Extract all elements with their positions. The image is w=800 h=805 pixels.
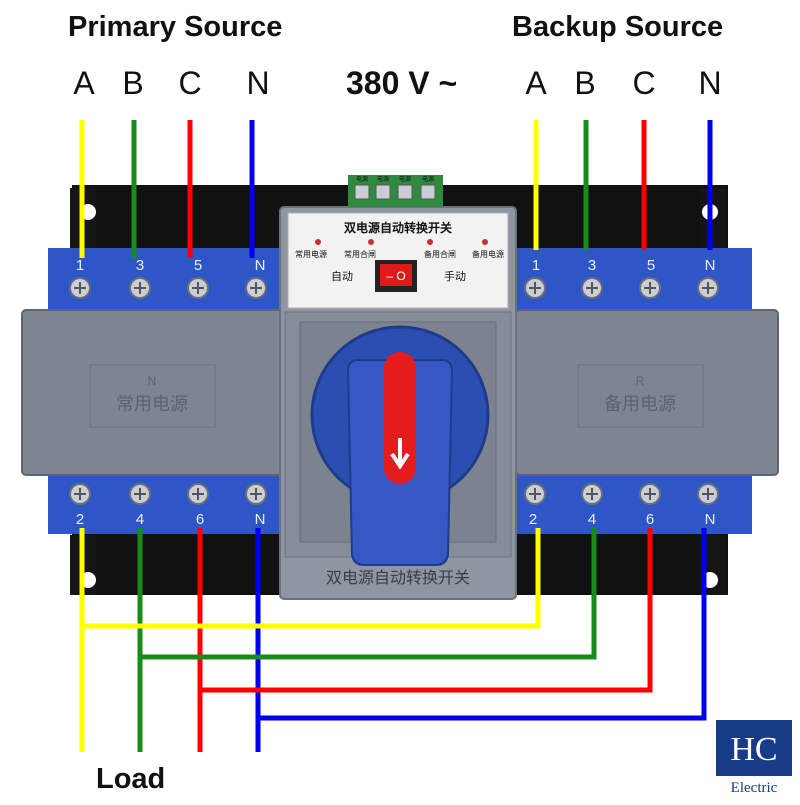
bridge-wire-A bbox=[82, 528, 541, 629]
terminal-label-bottom: N bbox=[705, 511, 716, 528]
bridge-wire-C bbox=[200, 528, 653, 693]
mode-switch-rocker[interactable] bbox=[380, 264, 412, 286]
indicator-label: 备用电源 bbox=[472, 249, 504, 259]
screw-slot bbox=[74, 488, 86, 500]
terminal-label-bottom: 2 bbox=[76, 511, 84, 528]
backup-phase-label: C bbox=[632, 65, 655, 101]
screw-slot bbox=[644, 488, 656, 500]
wires bbox=[79, 120, 713, 752]
backup-phase-label: A bbox=[525, 65, 547, 101]
indicator-label: 常用合闸 bbox=[344, 249, 376, 259]
terminal-label-bottom: 6 bbox=[196, 511, 204, 528]
cover-primary bbox=[21, 309, 285, 476]
bridge-wire-B bbox=[140, 528, 597, 660]
terminal-label-top: 1 bbox=[76, 257, 84, 274]
terminal-label-top: 5 bbox=[647, 257, 655, 274]
screw-slot bbox=[192, 488, 204, 500]
primary-phase-label: N bbox=[246, 65, 269, 101]
terminal-block-top-right bbox=[516, 248, 752, 312]
cover-backup-letter: R bbox=[636, 374, 645, 388]
primary-phase-label: A bbox=[73, 65, 95, 101]
screw-slot bbox=[644, 282, 656, 294]
backup-phase-label: N bbox=[698, 65, 721, 101]
indicator-led bbox=[427, 239, 433, 245]
screw-slot bbox=[134, 488, 146, 500]
mode-switch-text: – O bbox=[386, 269, 405, 283]
screw-slot bbox=[586, 282, 598, 294]
screw-slot bbox=[134, 282, 146, 294]
manual-label: 手动 bbox=[444, 269, 466, 283]
terminal-label-top: N bbox=[255, 257, 266, 274]
indicator-led bbox=[368, 239, 374, 245]
terminal-label-bottom: 4 bbox=[136, 511, 144, 528]
primary-phase-label: C bbox=[178, 65, 201, 101]
screw-slot bbox=[250, 282, 262, 294]
terminal-label-top: 3 bbox=[136, 257, 144, 274]
module-bottom-label: 双电源自动转换开关 bbox=[326, 568, 470, 587]
logo-badge bbox=[716, 720, 792, 776]
cover-primary-letter: N bbox=[148, 374, 157, 388]
logo-mark: HC bbox=[730, 731, 777, 768]
auto-label: 自动 bbox=[331, 270, 353, 283]
cover-primary-text: 常用电源 bbox=[116, 394, 188, 415]
cover-backup-text: 备用电源 bbox=[604, 394, 676, 415]
indicator-label: 常用电源 bbox=[295, 249, 327, 259]
backup-source-title: Backup Source bbox=[512, 11, 723, 43]
backup-phase-label: B bbox=[574, 65, 595, 101]
terminal-label-top: 3 bbox=[588, 257, 596, 274]
screw-slot bbox=[702, 282, 714, 294]
connector-label: 电源 bbox=[399, 175, 411, 183]
connector-pin bbox=[420, 184, 436, 200]
terminal-label-bottom: 2 bbox=[529, 511, 537, 528]
screw-slot bbox=[529, 282, 541, 294]
screw-slot bbox=[529, 488, 541, 500]
connector-label: 电源 bbox=[356, 175, 368, 183]
connector-label: 电源 bbox=[377, 175, 389, 183]
connector-pin bbox=[375, 184, 391, 200]
load-label: Load bbox=[96, 763, 165, 795]
connector-label: 电源 bbox=[422, 175, 434, 183]
logo-name: Electric bbox=[731, 780, 778, 796]
voltage-label: 380 V ~ bbox=[346, 65, 457, 101]
terminal-label-top: N bbox=[705, 257, 716, 274]
connector-pin bbox=[354, 184, 370, 200]
terminal-label-top: 1 bbox=[532, 257, 540, 274]
terminal-label-top: 5 bbox=[194, 257, 202, 274]
bridge-wire-N bbox=[258, 528, 707, 721]
terminal-label-bottom: 6 bbox=[646, 511, 654, 528]
cover-primary-label-frame bbox=[89, 364, 216, 428]
arrow-down-icon bbox=[390, 438, 410, 470]
indicator-led bbox=[482, 239, 488, 245]
indicator-label: 备用合闸 bbox=[424, 249, 456, 259]
terminal-screws bbox=[69, 277, 719, 505]
connector-pins: 电源 电源 电源 电源 bbox=[354, 175, 436, 200]
screw-slot bbox=[586, 488, 598, 500]
screw-slot bbox=[74, 282, 86, 294]
terminal-block-bottom-right bbox=[516, 470, 752, 534]
screw-slot bbox=[702, 488, 714, 500]
primary-source-title: Primary Source bbox=[68, 11, 282, 43]
indicator-led bbox=[315, 239, 321, 245]
cover-backup-label-frame bbox=[577, 364, 704, 428]
connector-pin bbox=[397, 184, 413, 200]
terminal-label-bottom: N bbox=[255, 511, 266, 528]
primary-phase-label: B bbox=[122, 65, 143, 101]
terminal-label-bottom: 4 bbox=[588, 511, 596, 528]
cover-backup bbox=[515, 309, 779, 476]
screw-slot bbox=[192, 282, 204, 294]
screw-slot bbox=[250, 488, 262, 500]
panel-title: 双电源自动转换开关 bbox=[344, 220, 452, 235]
knob-indicator bbox=[384, 352, 416, 484]
